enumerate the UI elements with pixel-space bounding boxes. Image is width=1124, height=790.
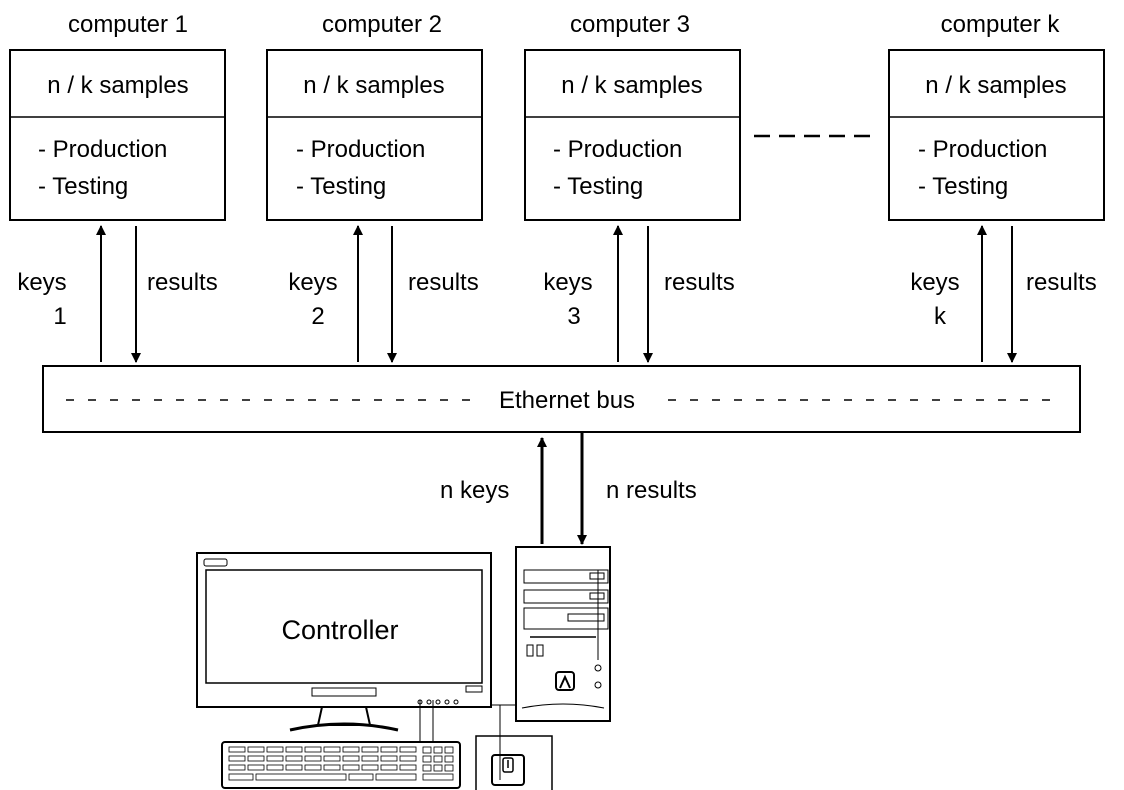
tower-pc-icon — [490, 546, 611, 780]
n-results-label: n results — [606, 477, 697, 504]
computer-k-results-label: results — [1026, 269, 1097, 296]
ethernet-bus: Ethernet bus — [42, 365, 1081, 433]
keyboard-icon — [221, 700, 461, 789]
computer-3-samples: n / k samples — [561, 72, 702, 99]
computer-2-results-label: results — [408, 269, 479, 296]
computer-k-box — [888, 49, 1105, 221]
computer-1-results-label: results — [147, 269, 218, 296]
computer-1-box — [9, 49, 226, 221]
computer-1-task-testing: - Testing — [38, 173, 128, 200]
computer-k-samples: n / k samples — [925, 72, 1066, 99]
computer-1-samples: n / k samples — [47, 72, 188, 99]
computer-k-title: computer k — [941, 11, 1061, 38]
computer-k-task-production: - Production — [918, 136, 1047, 163]
mouse-icon — [475, 735, 553, 790]
computer-k-task-testing: - Testing — [918, 173, 1008, 200]
computer-k: computer k n / k samples - Production - … — [888, 11, 1105, 363]
monitor-icon: Controller — [196, 552, 492, 732]
computer-1-task-production: - Production — [38, 136, 167, 163]
computer-3-keys-label: keys — [543, 269, 592, 296]
computer-2-task-testing: - Testing — [296, 173, 386, 200]
computer-1-keys-index: 1 — [53, 303, 66, 330]
computer-2-title: computer 2 — [322, 11, 442, 38]
computer-3-box — [524, 49, 741, 221]
computer-k-keys-label: keys — [910, 269, 959, 296]
computer-3: computer 3 n / k samples - Production - … — [524, 11, 741, 363]
computer-1-keys-label: keys — [17, 269, 66, 296]
computer-1-title: computer 1 — [68, 11, 188, 38]
computer-2-keys-index: 2 — [311, 303, 324, 330]
n-keys-label: n keys — [440, 477, 509, 504]
ethernet-bus-box — [42, 365, 1081, 433]
computer-3-task-testing: - Testing — [553, 173, 643, 200]
computer-3-task-production: - Production — [553, 136, 682, 163]
computer-2-samples: n / k samples — [303, 72, 444, 99]
computer-2-box — [266, 49, 483, 221]
controller-label: Controller — [281, 615, 398, 645]
computer-3-results-label: results — [664, 269, 735, 296]
computer-2: computer 2 n / k samples - Production - … — [266, 11, 483, 363]
controller-links: n keys n results — [440, 432, 697, 545]
computer-2-keys-label: keys — [288, 269, 337, 296]
computer-3-title: computer 3 — [570, 11, 690, 38]
ethernet-bus-label: Ethernet bus — [499, 387, 635, 414]
computer-2-task-production: - Production — [296, 136, 425, 163]
computer-3-keys-index: 3 — [567, 303, 580, 330]
computer-k-keys-index: k — [934, 303, 947, 330]
computer-1: computer 1 n / k samples - Production - … — [9, 11, 226, 363]
